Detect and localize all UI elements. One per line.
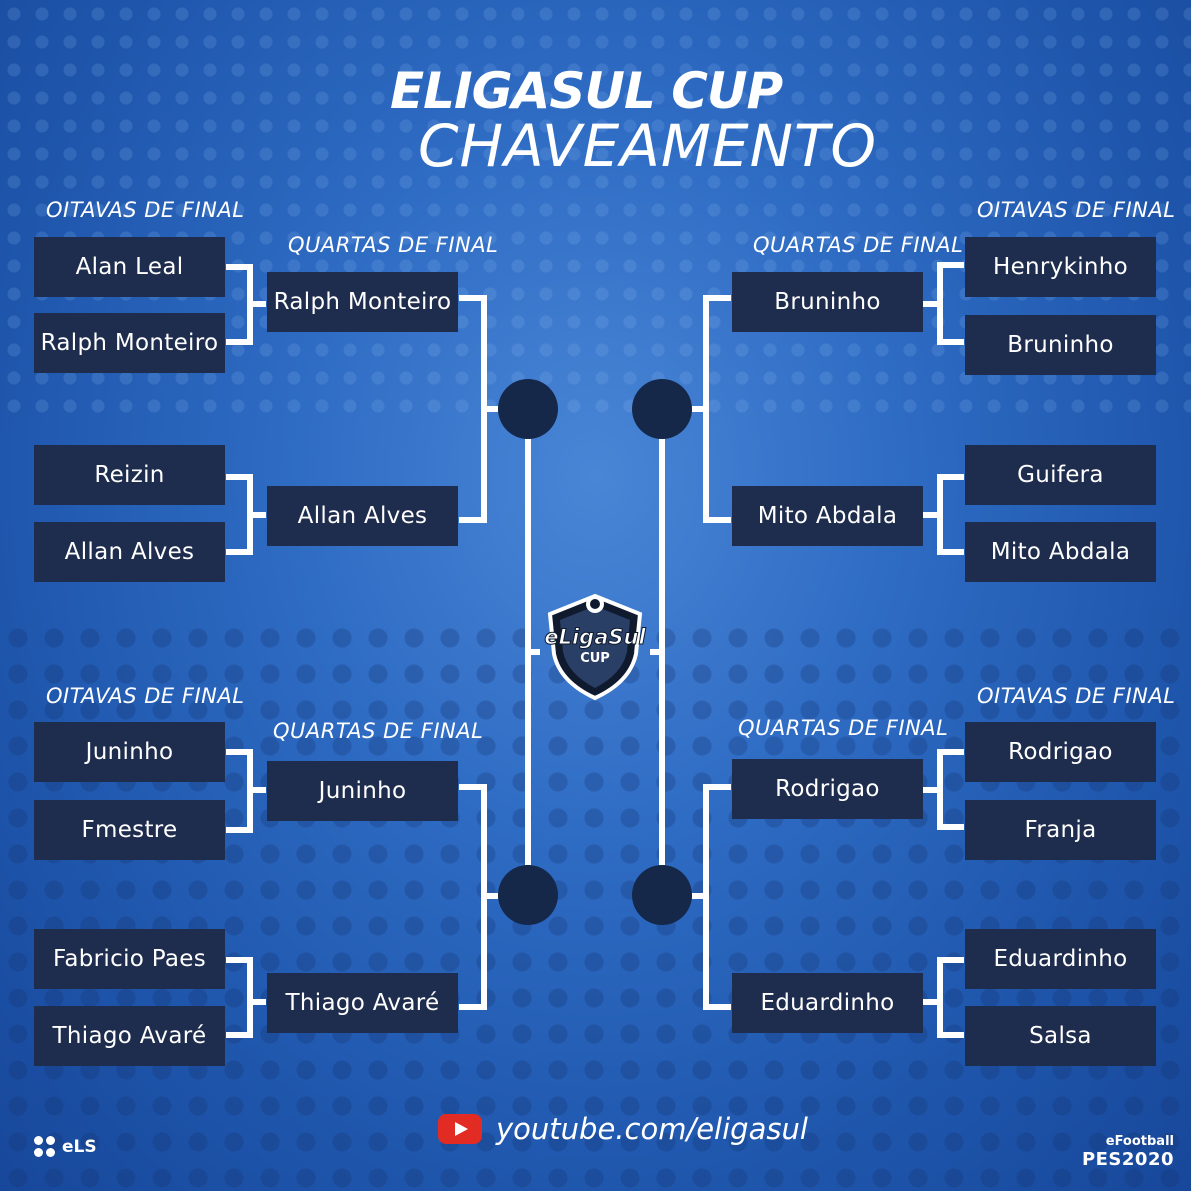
page-subtitle: CHAVEAMENTO xyxy=(418,112,878,180)
semifinal-slot-left-top xyxy=(498,379,558,439)
round16-slot: Fmestre xyxy=(34,800,225,860)
round16-slot: Fabricio Paes xyxy=(34,929,225,989)
logo-text: eLigaSul xyxy=(544,625,646,649)
round16-slot: Ralph Monteiro xyxy=(34,313,225,373)
pes-brand-logo: eFootball PES2020 xyxy=(1064,1134,1174,1170)
quarters-slot: Eduardinho xyxy=(732,973,923,1033)
quarters-slot: Mito Abdala xyxy=(732,486,923,546)
round16-label-left-top: OITAVAS DE FINAL xyxy=(46,198,245,222)
round16-slot: Henrykinho xyxy=(965,237,1156,297)
round16-slot: Thiago Avaré xyxy=(34,1006,225,1066)
quarters-label-right-top: QUARTAS DE FINAL xyxy=(753,233,964,257)
semifinal-slot-left-bottom xyxy=(498,865,558,925)
quarters-slot: Rodrigao xyxy=(732,759,923,819)
youtube-icon xyxy=(438,1114,482,1144)
round16-slot: Eduardinho xyxy=(965,929,1156,989)
semifinal-slot-right-bottom xyxy=(632,865,692,925)
round16-slot: Rodrigao xyxy=(965,722,1156,782)
round16-slot: Bruninho xyxy=(965,315,1156,375)
page-title: ELIGASUL CUP xyxy=(390,62,783,120)
efootball-text: eFootball xyxy=(1105,1134,1174,1149)
youtube-link[interactable]: youtube.com/eligasul xyxy=(438,1112,808,1146)
round16-slot: Guifera xyxy=(965,445,1156,505)
round16-slot: Alan Leal xyxy=(34,237,225,297)
quarters-label-left-bottom: QUARTAS DE FINAL xyxy=(273,719,484,743)
round16-label-right-bottom: OITAVAS DE FINAL xyxy=(977,684,1176,708)
els-dots-icon xyxy=(34,1136,56,1158)
quarters-label-left-top: QUARTAS DE FINAL xyxy=(288,233,499,257)
round16-slot: Allan Alves xyxy=(34,522,225,582)
round16-slot: Franja xyxy=(965,800,1156,860)
els-logo: eLS xyxy=(34,1136,97,1158)
quarters-slot: Allan Alves xyxy=(267,486,458,546)
semifinal-slot-right-top xyxy=(632,379,692,439)
eligasul-cup-logo: eLigaSul CUP xyxy=(544,593,647,701)
quarters-slot: Ralph Monteiro xyxy=(267,272,458,332)
logo-subtext: CUP xyxy=(580,651,610,666)
els-text: eLS xyxy=(62,1137,97,1157)
quarters-slot: Thiago Avaré xyxy=(267,973,458,1033)
round16-slot: Reizin xyxy=(34,445,225,505)
quarters-slot: Bruninho xyxy=(732,272,923,332)
pes2020-text: PES2020 xyxy=(1081,1149,1174,1170)
quarters-label-right-bottom: QUARTAS DE FINAL xyxy=(738,716,949,740)
youtube-url: youtube.com/eligasul xyxy=(496,1112,808,1146)
round16-slot: Mito Abdala xyxy=(965,522,1156,582)
background-pattern-bottom xyxy=(0,620,1191,1191)
round16-slot: Salsa xyxy=(965,1006,1156,1066)
round16-label-left-bottom: OITAVAS DE FINAL xyxy=(46,684,245,708)
round16-label-right-top: OITAVAS DE FINAL xyxy=(977,198,1176,222)
quarters-slot: Juninho xyxy=(267,761,458,821)
round16-slot: Juninho xyxy=(34,722,225,782)
